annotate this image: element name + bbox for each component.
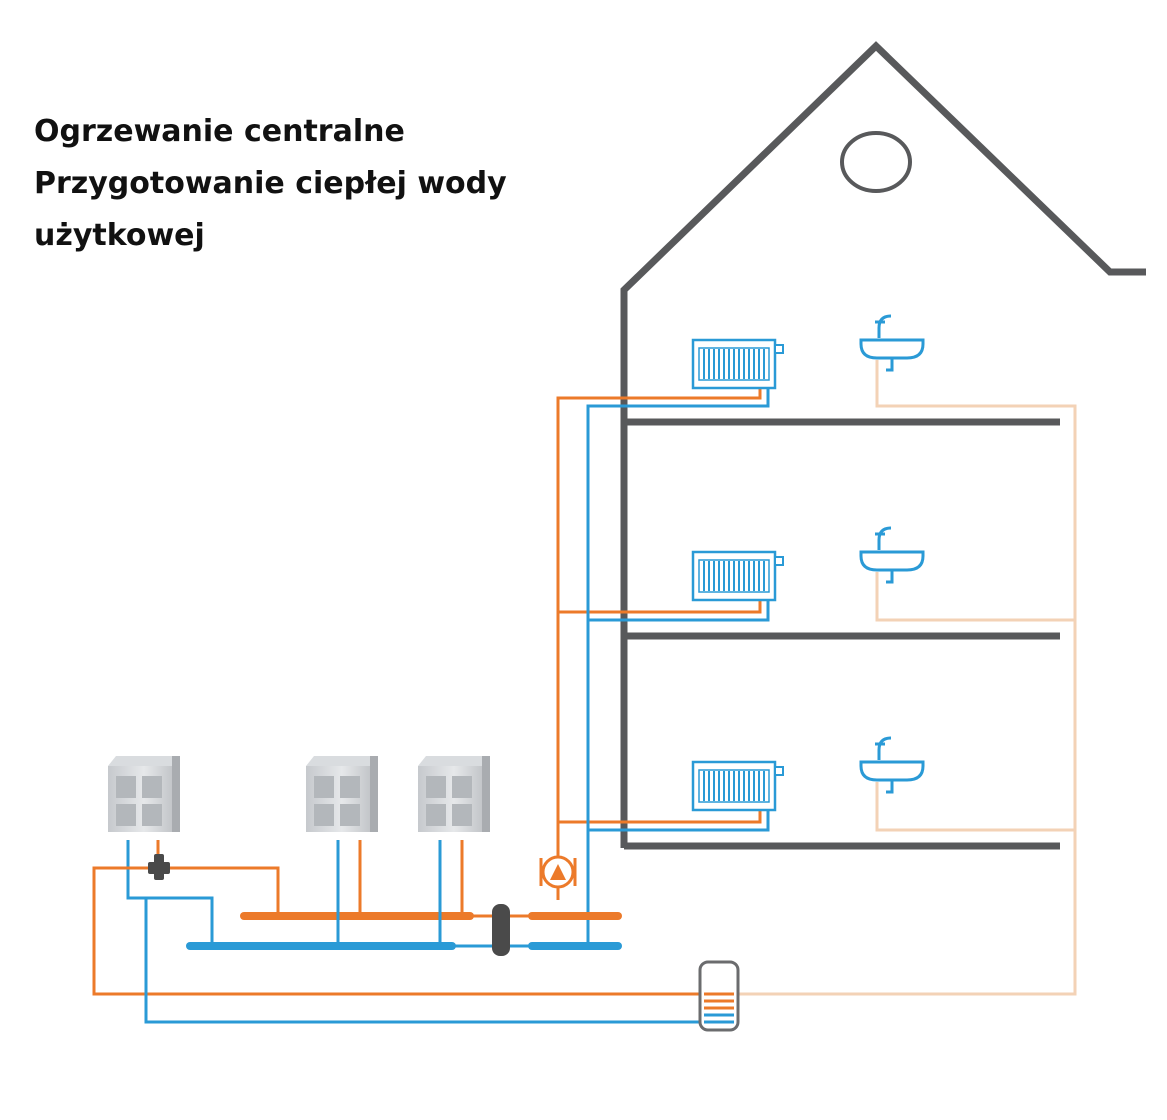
sink-faucet-icon-middle-floor <box>859 526 925 584</box>
pipe-headers <box>186 912 622 950</box>
title-line-hot-water: Przygotowanie ciepłej wody <box>34 166 507 201</box>
outdoor-heat-pump-unit-icon-3 <box>418 756 490 832</box>
title-line-hot-water-continued: użytkowej <box>34 218 205 253</box>
hydraulic-separator-icon <box>492 904 510 956</box>
radiator-icon-top-floor <box>691 338 785 390</box>
hot-supply-riser <box>556 388 762 900</box>
house-outline <box>620 41 1146 850</box>
unit-connections <box>92 840 700 1024</box>
cold-return-riser <box>586 388 770 946</box>
domestic-water-pipes <box>738 360 1077 996</box>
radiator-icon-ground-floor <box>691 760 785 812</box>
hot-water-cylinder-icon <box>698 960 740 1032</box>
outdoor-heat-pump-unit-icon-2 <box>306 756 378 832</box>
title-line-central-heating: Ogrzewanie centralne <box>34 114 405 149</box>
three-way-valve-icon <box>148 854 170 880</box>
sink-faucet-icon-top-floor <box>859 314 925 372</box>
sink-faucet-icon-ground-floor <box>859 736 925 794</box>
circulation-pump-icon <box>539 855 577 889</box>
outdoor-heat-pump-unit-icon-1 <box>108 756 180 832</box>
diagram-title: Ogrzewanie centralne Przygotowanie ciepł… <box>34 106 554 262</box>
radiator-icon-middle-floor <box>691 550 785 602</box>
attic-window <box>840 131 912 193</box>
